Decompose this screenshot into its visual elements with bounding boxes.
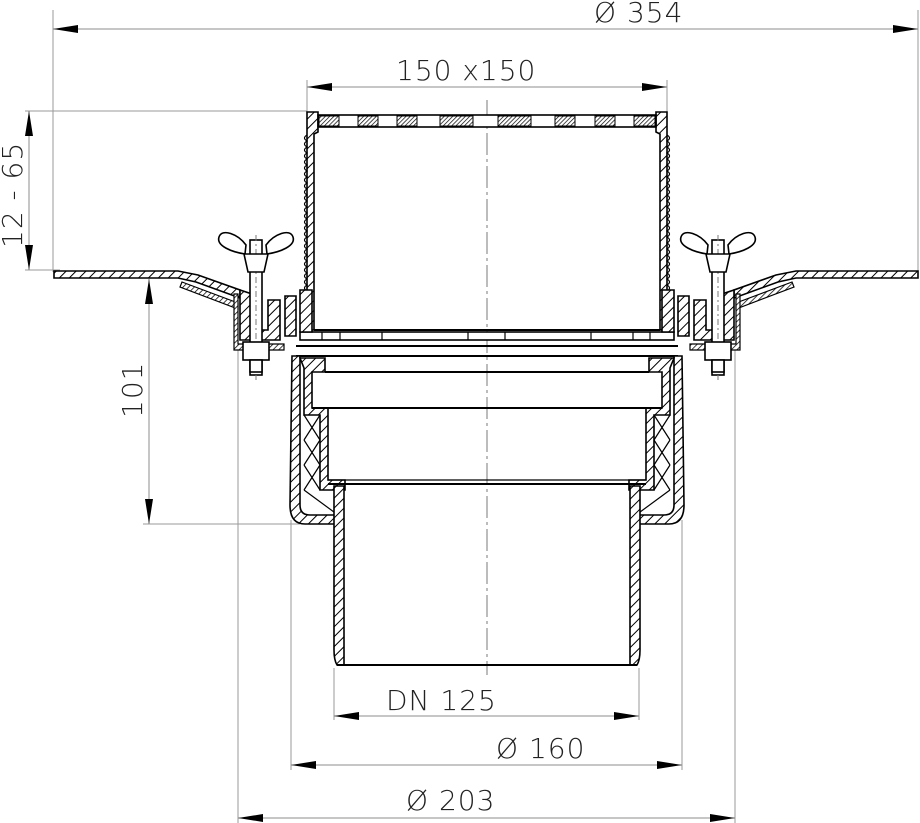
arrow-left-icon	[334, 712, 359, 720]
grate	[317, 114, 657, 128]
dim-label-160: Ø 160	[496, 732, 585, 765]
dim-label-203: Ø 203	[406, 784, 495, 817]
dim-label-dn125: DN 125	[386, 684, 497, 717]
arrow-down-icon	[25, 245, 33, 270]
arrow-right-icon	[614, 712, 639, 720]
dimension-body-depth: 101	[116, 279, 300, 525]
insulation	[635, 414, 671, 516]
dimension-grate-size: 150 x150	[306, 54, 668, 112]
dim-label-150x150: 150 x150	[396, 54, 536, 87]
arrow-right-icon	[657, 761, 682, 769]
dimension-height-adjustment: 12 - 65	[0, 110, 307, 271]
drain-body	[289, 355, 685, 525]
wing-nut-clamp-right	[661, 231, 757, 380]
dim-label-12-65: 12 - 65	[0, 142, 29, 248]
dim-label-354: Ø 354	[594, 0, 683, 29]
outlet-pipe	[333, 485, 641, 666]
wing-nut-icon	[217, 231, 247, 255]
hex-nut-icon	[704, 341, 732, 361]
dimension-outlet-nominal: DN 125	[333, 668, 640, 720]
arrow-left-icon	[307, 83, 332, 91]
arrow-up-icon	[145, 279, 153, 304]
dimension-outlet-diameter: Ø 160	[290, 520, 683, 770]
support-ring	[296, 331, 678, 357]
insulation	[303, 414, 339, 516]
wing-nut-clamp-left	[217, 231, 313, 380]
dimension-overall-diameter: Ø 354	[52, 0, 919, 272]
arrow-left-icon	[238, 814, 263, 822]
arrow-left-icon	[291, 761, 316, 769]
dimension-body-diameter: Ø 203	[237, 350, 736, 823]
arrow-left-icon	[53, 25, 78, 33]
arrow-up-icon	[25, 111, 33, 136]
arrow-right-icon	[893, 25, 918, 33]
arrow-right-icon	[642, 83, 667, 91]
arrow-down-icon	[145, 499, 153, 524]
wing-nut-icon	[679, 231, 709, 255]
arrow-right-icon	[710, 814, 735, 822]
dim-label-101: 101	[116, 362, 149, 418]
hex-nut-icon	[242, 341, 270, 361]
flange-membrane	[53, 270, 919, 310]
